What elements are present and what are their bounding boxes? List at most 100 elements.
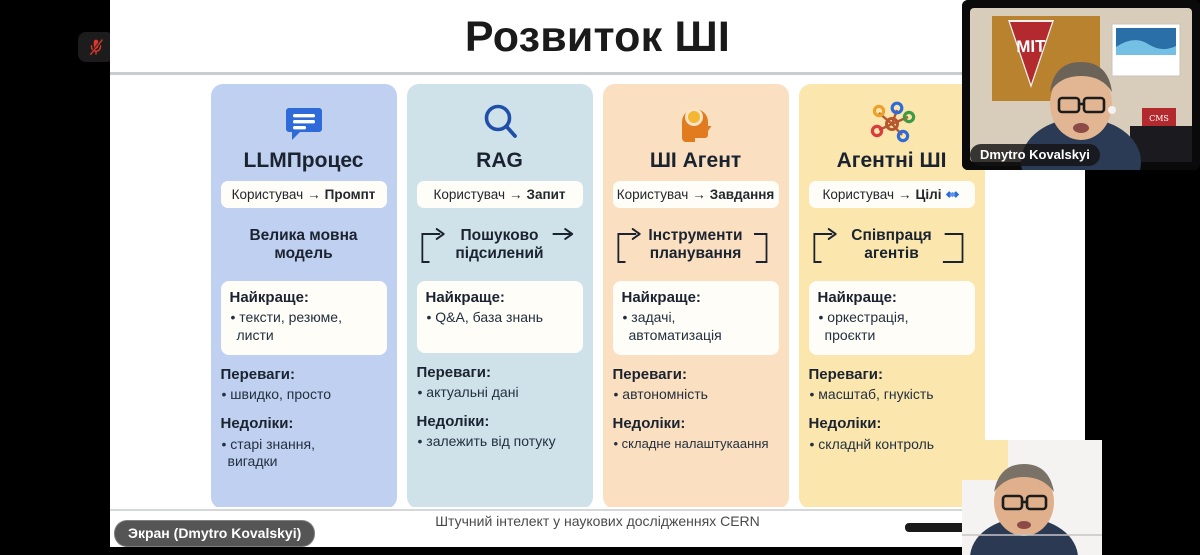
card-chip: Користувач → Промпт — [220, 181, 387, 209]
microphone-muted-icon[interactable] — [78, 32, 114, 62]
cons-heading: Недоліки: — [612, 415, 686, 433]
pros-heading: Переваги: — [220, 366, 295, 384]
card-cons: Недоліки: • складнй контроль — [809, 415, 975, 453]
pros-heading: Переваги: — [416, 364, 491, 382]
best-item: проєкти — [824, 327, 876, 344]
card-agentic-ai: Агентні ШІ Користувач → Цілі — [798, 84, 985, 509]
chip-prefix: Користувач — [616, 187, 689, 203]
cons-item: вигадки — [227, 453, 278, 470]
chip-value: Цілі — [915, 187, 942, 203]
slide-header: Розвиток ШІ — [110, 0, 1085, 72]
card-best-box: Найкраще: • Q&A, база знань — [416, 281, 583, 354]
card-cons: Недоліки: • складне налаштукаання — [613, 415, 779, 452]
chip-value: Промпт — [324, 187, 376, 203]
cons-item: • старі знання, — [221, 435, 316, 452]
card-flow: Інструменти планування — [613, 218, 779, 272]
card-flow: Пошуково підсилений — [417, 218, 583, 272]
cons-heading: Недоліки: — [416, 413, 490, 431]
flow-line-2: підсилений — [455, 245, 544, 263]
video-tile-dmytro-kovalskyi[interactable]: MIT CMS Dmytro Kovalskyi — [962, 0, 1200, 170]
card-title: RAG — [476, 149, 523, 172]
footer-divider — [110, 509, 1085, 511]
cons-item: • складнй контроль — [809, 435, 935, 452]
screen-share-label: Экран (Dmytro Kovalskyi) — [114, 520, 316, 547]
chip-value: Завдання — [709, 187, 775, 203]
cards-row: LLMПроцес Користувач → Промпт Велика мов… — [110, 84, 1085, 509]
chip-prefix: Користувач — [231, 187, 304, 203]
flow-line-2: модель — [274, 245, 333, 263]
card-best-box: Найкраще: • задачі, автоматизація — [612, 281, 779, 356]
magnifier-icon — [417, 96, 583, 148]
svg-text:MIT: MIT — [1016, 37, 1046, 57]
pros-item: • швидко, просто — [221, 386, 332, 403]
card-flow-text: Велика мовна модель — [249, 227, 357, 264]
chip-arrow-icon: → — [898, 187, 912, 203]
cons-item: • складне налаштукаання — [613, 435, 769, 451]
cons-heading: Недоліки: — [220, 415, 294, 433]
card-flow: Велика мовна модель — [221, 218, 387, 272]
pros-heading: Переваги: — [612, 366, 687, 384]
best-item: • тексти, резюме, — [230, 309, 342, 326]
flow-line-1: Співпраця — [851, 226, 932, 244]
best-item: • Q&A, база знань — [426, 309, 544, 326]
card-flow: Співпраця агентів — [809, 218, 975, 272]
card-cons: Недоліки: • залежить від потуку — [417, 413, 583, 451]
shared-screen: CMS Розвиток ШІ LLMПроцес — [110, 0, 1085, 547]
chat-message-icon — [221, 96, 387, 148]
best-item: • задачі, — [622, 309, 676, 326]
cons-heading: Недоліки: — [808, 415, 882, 433]
pros-item: • автономність — [613, 386, 708, 403]
card-title: LLMПроцес — [243, 149, 364, 172]
best-item: автоматизація — [628, 327, 722, 344]
card-chip: Користувач → Цілі — [808, 181, 975, 209]
flow-loop-icon — [616, 228, 767, 264]
card-llm-process: LLMПроцес Користувач → Промпт Велика мов… — [210, 84, 397, 509]
flow-line-1: Пошуково — [460, 226, 539, 244]
footer-text: Штучний інтелект у наукових дослідженнях… — [435, 513, 760, 529]
chip-prefix: Користувач — [433, 187, 505, 203]
best-item: • оркестрація, — [818, 309, 909, 326]
pros-item: • масштаб, гнукість — [809, 386, 934, 403]
chip-arrow-icon: → — [509, 187, 523, 203]
network-nodes-icon — [809, 96, 975, 148]
card-title: Агентні ШІ — [836, 149, 947, 172]
card-flow-text: Інструменти планування — [648, 227, 742, 264]
card-flow-text: Пошуково підсилений — [455, 227, 543, 264]
card-pros: Переваги: • актуальні дані — [417, 364, 583, 402]
flow-line-2: планування — [649, 245, 742, 263]
participant-name: Dmytro Kovalskyi — [970, 144, 1100, 166]
svg-text:CMS: CMS — [1149, 114, 1169, 123]
video-frame — [962, 440, 1200, 555]
flow-line-2: агентів — [864, 245, 919, 263]
card-cons: Недоліки: • старі знання, вигадки — [221, 415, 387, 471]
chip-prefix: Користувач — [822, 187, 895, 203]
best-heading: Найкраще: — [425, 289, 505, 307]
card-chip: Користувач → Завдання — [612, 181, 779, 209]
best-heading: Найкраще: — [229, 289, 309, 307]
handshake-icon — [945, 188, 960, 201]
page-title: Розвиток ШІ — [464, 12, 731, 61]
head-brain-icon — [613, 96, 779, 148]
best-heading: Найкраще: — [621, 289, 701, 307]
card-pros: Переваги: • швидко, просто — [221, 366, 387, 404]
chip-arrow-icon: → — [692, 187, 706, 203]
chip-value: Запит — [526, 187, 566, 203]
video-tile-secondary[interactable] — [962, 440, 1200, 555]
card-rag: RAG Користувач → Запит Пошуково пі — [406, 84, 593, 509]
flow-line-1: Інструменти — [648, 226, 743, 244]
card-pros: Переваги: • масштаб, гнукість — [809, 366, 975, 404]
title-divider — [110, 72, 1085, 75]
pros-heading: Переваги: — [808, 366, 883, 384]
flow-loop-icon — [420, 228, 573, 264]
card-best-box: Найкраще: • тексти, резюме, листи — [220, 281, 387, 356]
flow-loop-icon — [812, 228, 963, 264]
cons-item: • залежить від потуку — [417, 433, 556, 450]
card-title: ШІ Агент — [649, 149, 742, 172]
card-pros: Переваги: • автономність — [613, 366, 779, 404]
card-chip: Користувач → Запит — [416, 181, 583, 209]
best-heading: Найкраще: — [817, 289, 897, 307]
card-best-box: Найкраще: • оркестрація, проєкти — [808, 281, 975, 356]
card-flow-text: Співпраця агентів — [851, 227, 931, 264]
card-ai-agent: ШІ Агент Користувач → Завдання Інструмен… — [602, 84, 789, 509]
